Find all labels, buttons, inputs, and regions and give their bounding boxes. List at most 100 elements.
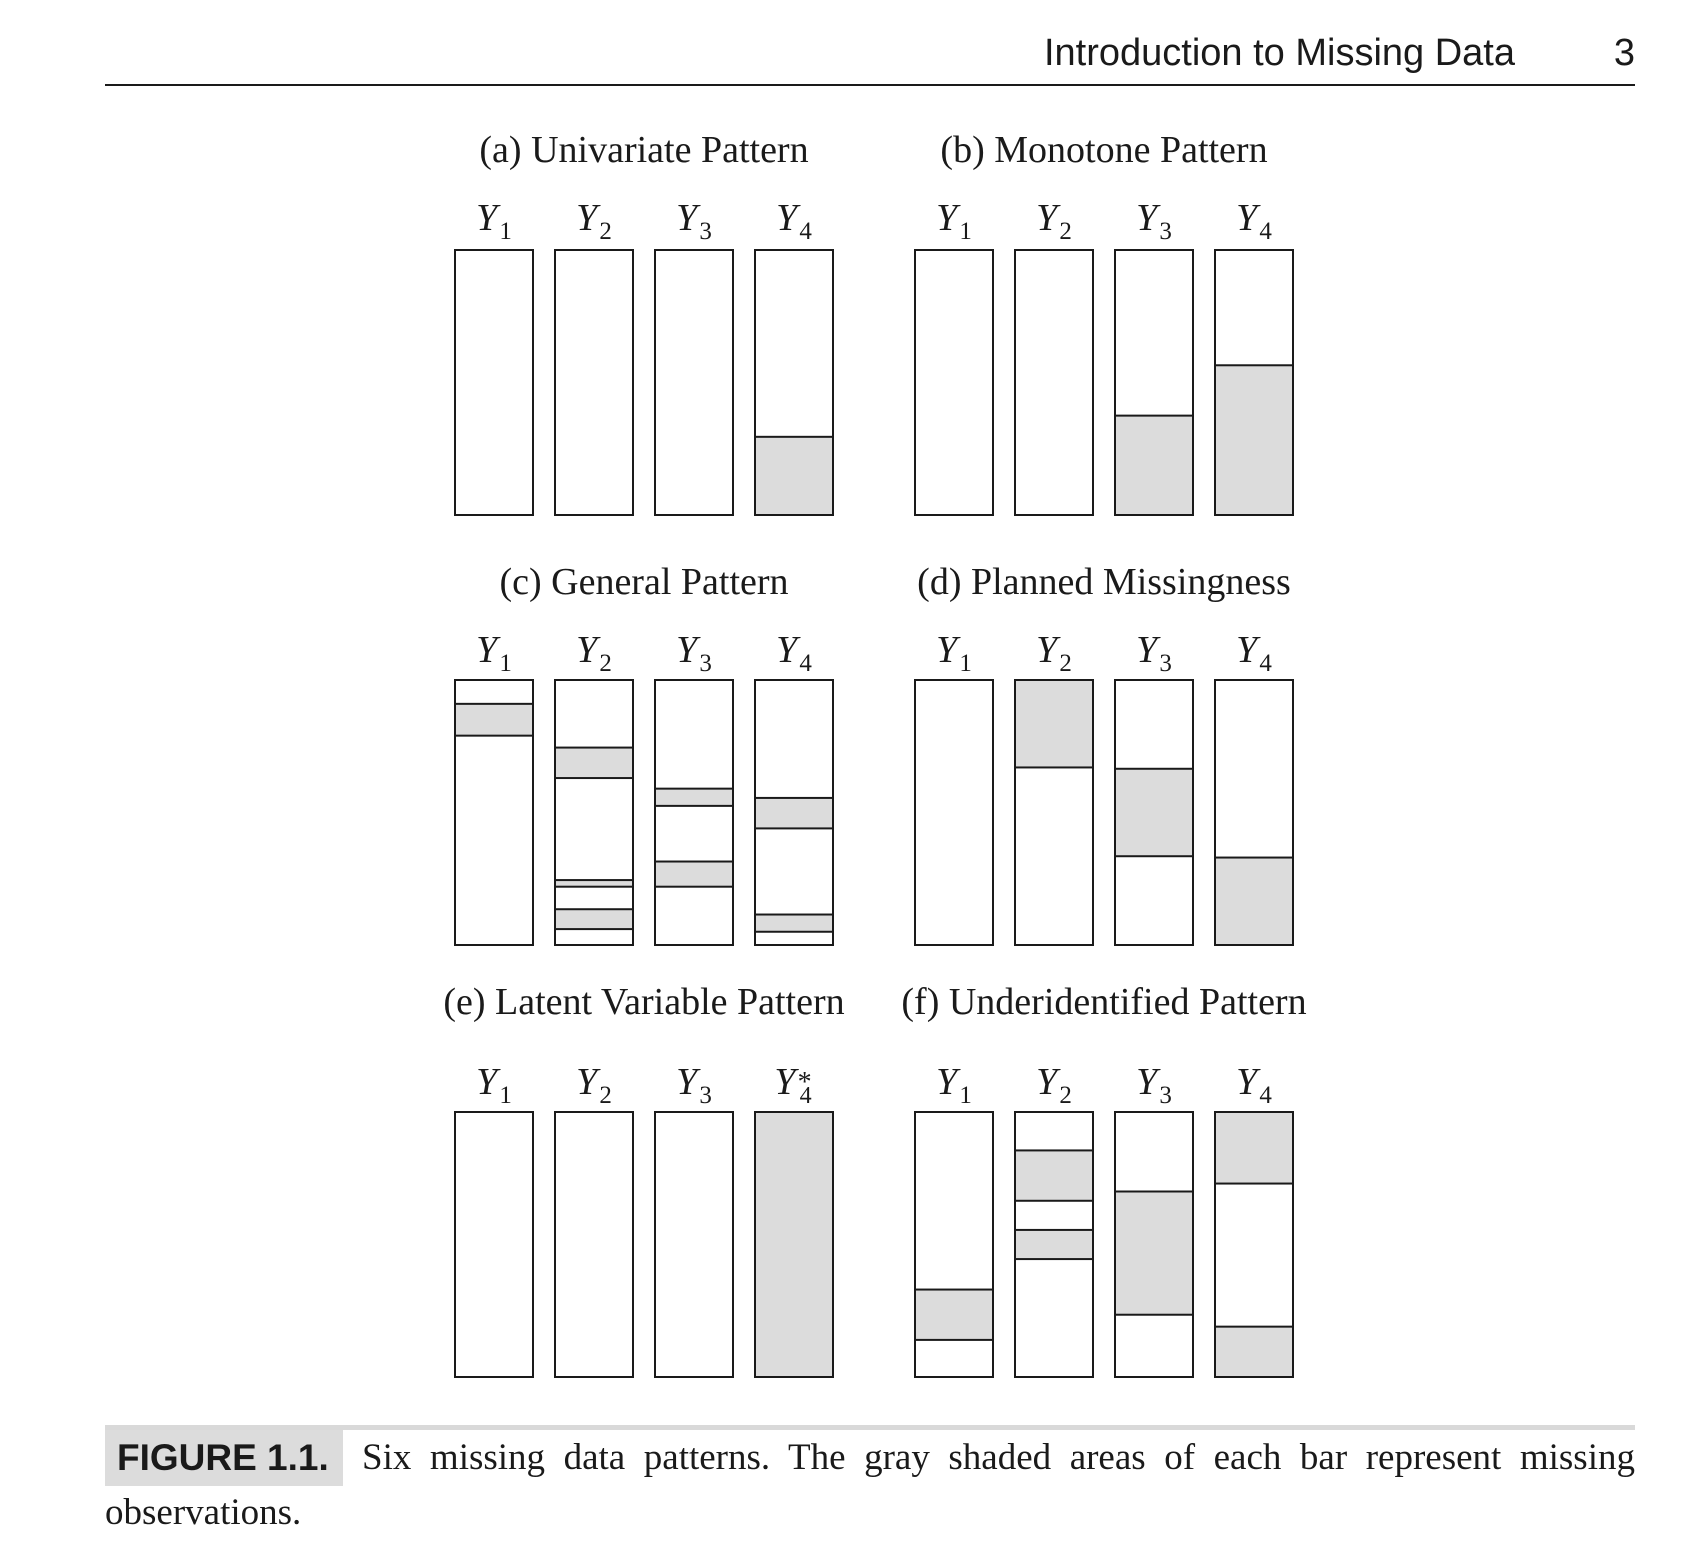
variable-name: Y [1236, 629, 1258, 671]
variable-name: Y [776, 197, 798, 239]
missing-segment [454, 702, 534, 737]
variable-subscript: 2 [599, 649, 612, 677]
missing-segment [1014, 1228, 1094, 1261]
variable-label: Y3 [1136, 628, 1172, 678]
variable-label: Y3 [676, 628, 712, 678]
variable-subscript: 1 [959, 217, 972, 245]
variable-name: Y [936, 197, 958, 239]
running-title: Introduction to Missing Data [1043, 32, 1515, 74]
variable-name: Y [1236, 1061, 1258, 1103]
variable-name: Y [676, 629, 698, 671]
variable-name: Y [1036, 629, 1058, 671]
variable-label: Y3 [676, 196, 712, 246]
variable-label: Y1 [936, 628, 972, 678]
missing-segment [554, 908, 634, 931]
missing-segment [754, 796, 834, 830]
variable-label: Y1 [936, 1060, 972, 1110]
missing-segment [1014, 679, 1094, 769]
variable-name: Y [1036, 1061, 1058, 1103]
missing-segment [1114, 1190, 1194, 1316]
variable-label: Y2 [1036, 1060, 1072, 1110]
variable-name: Y [774, 1061, 796, 1103]
observed-bar [454, 1111, 534, 1378]
observed-bar [654, 679, 734, 946]
variable-name: Y [676, 1061, 698, 1103]
variable-label: Y2 [1036, 628, 1072, 678]
variable-label: Y4 [1236, 196, 1272, 246]
variable-subscript: 2 [1059, 217, 1072, 245]
variable-bar [1014, 1111, 1094, 1378]
variable-name: Y [476, 1061, 498, 1103]
panel-title: (a) Univariate Pattern [479, 129, 809, 171]
missing-segment [554, 879, 634, 888]
variable-name: Y [576, 197, 598, 239]
figure-label: FIGURE 1.1. [105, 1430, 343, 1486]
missing-segment [1014, 1149, 1094, 1202]
figure-caption-continuation: observations. [105, 1492, 302, 1533]
variable-subscript: 2 [599, 1081, 612, 1109]
variable-bar [454, 679, 534, 946]
variable-label: Y4 [776, 628, 812, 678]
variable-label: Y3 [1136, 1060, 1172, 1110]
variable-bar [654, 249, 734, 516]
variable-label: Y*4 [774, 1060, 813, 1109]
variable-bar [654, 679, 734, 946]
variable-bar [754, 679, 834, 946]
variable-label: Y2 [576, 196, 612, 246]
missing-segment [1114, 767, 1194, 858]
variable-subscript: 2 [599, 217, 612, 245]
variable-label: Y4 [1236, 628, 1272, 678]
variable-bar [1214, 249, 1294, 516]
observed-bar [914, 249, 994, 516]
variable-subscript: 3 [699, 649, 712, 677]
variable-bar [454, 1111, 534, 1378]
missing-segment [1214, 364, 1294, 516]
variable-name: Y [776, 629, 798, 671]
variable-label: Y1 [476, 196, 512, 246]
variable-label: Y4 [776, 196, 812, 246]
variable-bar [1114, 679, 1194, 946]
variable-label: Y2 [576, 1060, 612, 1110]
variable-bar [754, 1111, 834, 1378]
missing-segment [914, 1288, 994, 1341]
missing-segment [1214, 856, 1294, 946]
variable-label: Y3 [676, 1060, 712, 1110]
missing-segment [654, 860, 734, 888]
variable-superscript: * [797, 1067, 812, 1098]
variable-label: Y2 [576, 628, 612, 678]
variable-subscript: 4 [1259, 649, 1272, 677]
variable-bar [914, 679, 994, 946]
variable-name: Y [936, 1061, 958, 1103]
observed-bar [554, 1111, 634, 1378]
observed-bar [654, 1111, 734, 1378]
variable-name: Y [1036, 197, 1058, 239]
variable-name: Y [936, 629, 958, 671]
variable-subscript: 4 [1259, 217, 1272, 245]
observed-bar [454, 249, 534, 516]
variable-label: Y4 [1236, 1060, 1272, 1110]
variable-name: Y [1136, 629, 1158, 671]
variable-subscript: 3 [1159, 1081, 1172, 1109]
panel-title: (f) Underidentified Pattern [901, 981, 1307, 1023]
variable-subscript: 1 [499, 217, 512, 245]
panel-title: (e) Latent Variable Pattern [443, 981, 845, 1023]
variable-subscript: 3 [1159, 217, 1172, 245]
variable-label: Y2 [1036, 196, 1072, 246]
variable-name: Y [1136, 197, 1158, 239]
variable-bar [1214, 1111, 1294, 1379]
variable-bar [654, 1111, 734, 1378]
variable-subscript: 4 [1259, 1081, 1272, 1109]
variable-subscript: 3 [699, 217, 712, 245]
missing-segment [754, 913, 834, 933]
variable-bar [914, 249, 994, 516]
running-head: Introduction to Missing Data 3 [105, 28, 1635, 86]
caption-rule [105, 1425, 1635, 1430]
panel-title: (d) Planned Missingness [917, 561, 1291, 603]
page-number: 3 [1613, 32, 1635, 74]
missing-segment [1114, 414, 1194, 516]
observed-bar [654, 249, 734, 516]
variable-label: Y3 [1136, 196, 1172, 246]
variable-name: Y [576, 1061, 598, 1103]
variable-subscript: 1 [959, 649, 972, 677]
missing-segment [1214, 1325, 1294, 1379]
